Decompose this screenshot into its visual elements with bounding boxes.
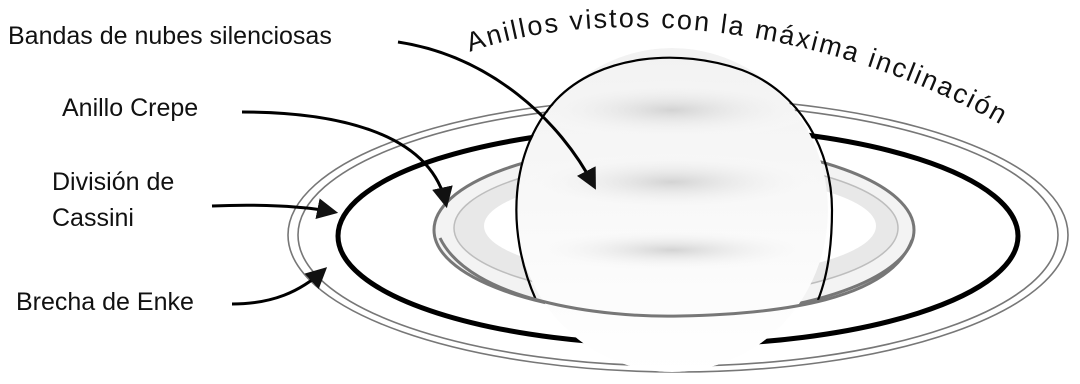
arrow-cassini [212,205,334,212]
cloud-band-2 [514,152,830,212]
planet-body [514,48,832,372]
label-cassini-line2: Cassini [52,204,134,232]
label-crepe-ring: Anillo Crepe [62,94,198,122]
label-encke-gap: Brecha de Enke [16,288,194,316]
label-cloud-bands: Bandas de nubes silenciosas [8,22,332,50]
label-cassini-line1: División de [52,168,174,196]
arrow-crepe-ring [242,112,446,204]
cloud-band-3 [522,228,822,272]
arrow-encke-gap [232,270,324,304]
